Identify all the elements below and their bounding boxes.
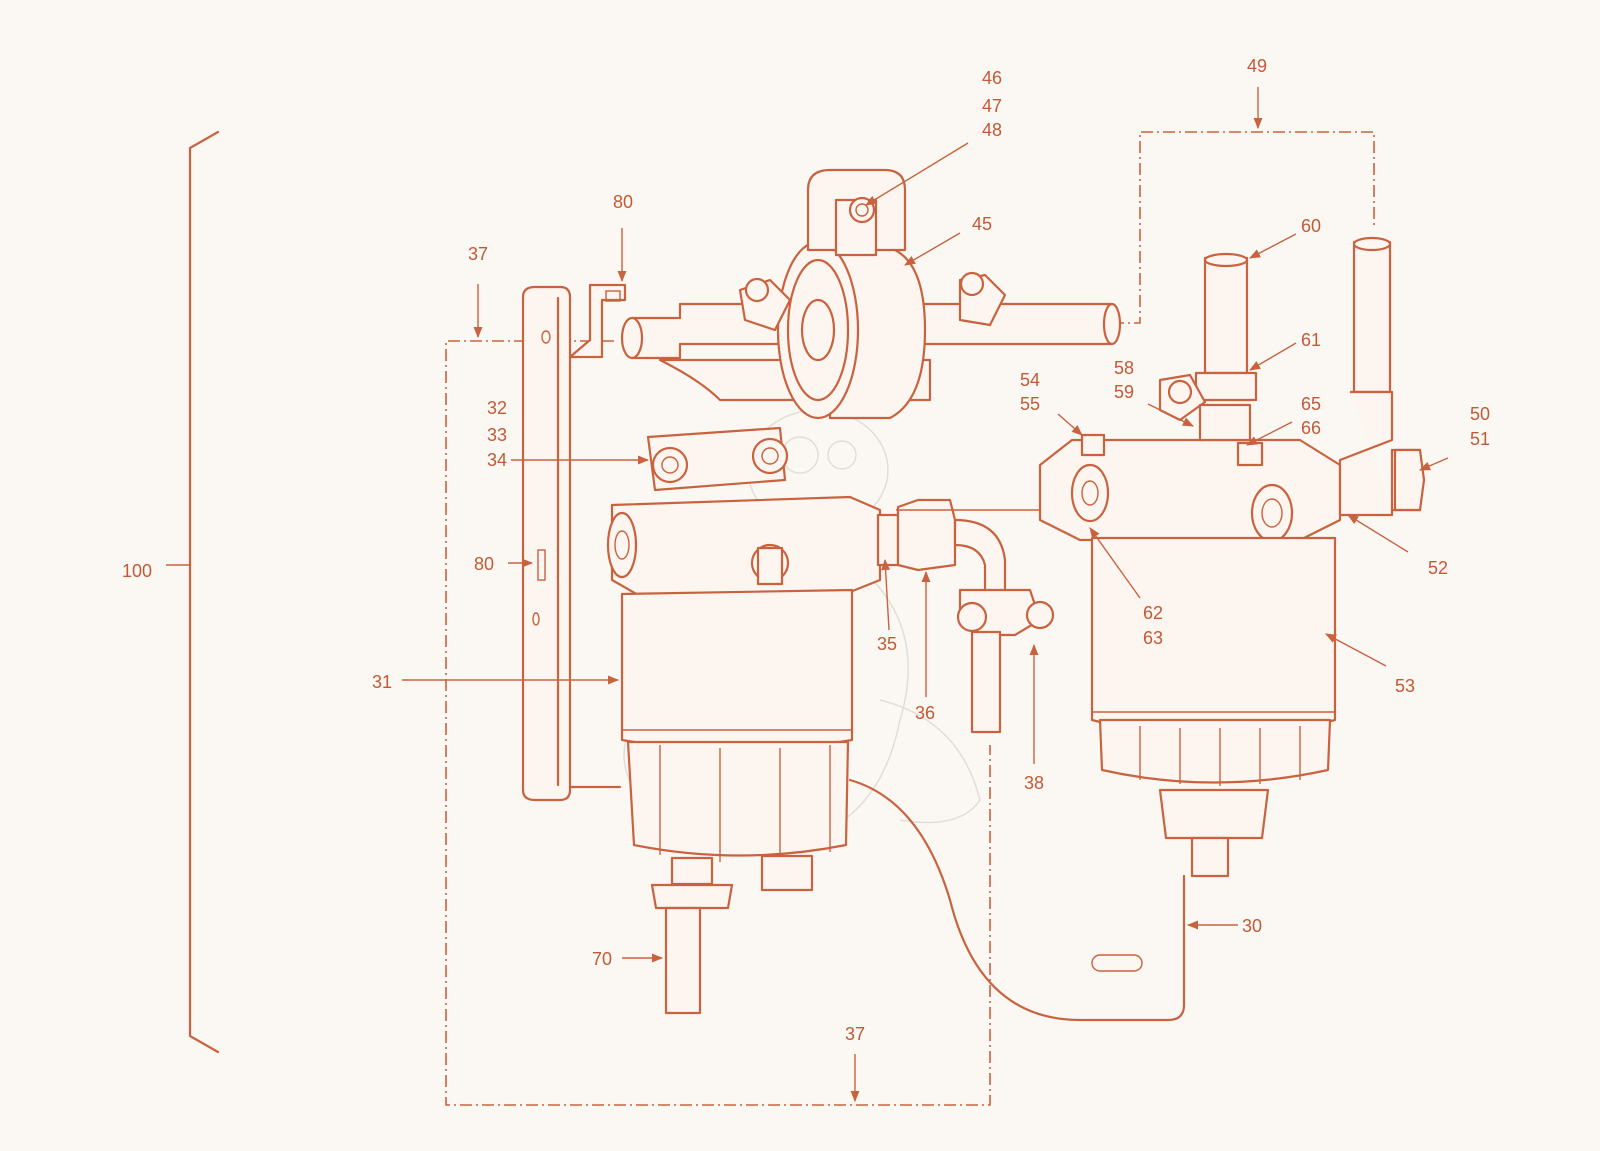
numeral-37-top: 37 <box>468 244 488 264</box>
numeral-58: 58 <box>1114 358 1134 378</box>
primary-filter <box>606 426 882 1015</box>
numeral-66: 66 <box>1301 418 1321 438</box>
numeral-32: 32 <box>487 398 507 418</box>
numeral-31: 31 <box>372 672 392 692</box>
numeral-53: 53 <box>1395 676 1415 696</box>
assembly-brace <box>166 130 220 1054</box>
numeral-55: 55 <box>1020 394 1040 414</box>
numeral-46: 46 <box>982 68 1002 88</box>
fuel-pump <box>620 168 1122 420</box>
numeral-33: 33 <box>487 425 507 445</box>
numeral-45: 45 <box>972 214 992 234</box>
numeral-52: 52 <box>1428 558 1448 578</box>
numeral-49: 49 <box>1247 56 1267 76</box>
numeral-65: 65 <box>1301 394 1321 414</box>
lower-bracket <box>848 778 1186 1022</box>
numeral-38: 38 <box>1024 773 1044 793</box>
numeral-54: 54 <box>1020 370 1040 390</box>
numeral-60: 60 <box>1301 216 1321 236</box>
numeral-63: 63 <box>1143 628 1163 648</box>
outlet-fittings <box>876 498 1060 734</box>
numeral-50: 50 <box>1470 404 1490 424</box>
numeral-36: 36 <box>915 703 935 723</box>
leader-lines <box>402 87 1449 1103</box>
numeral-30: 30 <box>1242 916 1262 936</box>
mounting-bracket <box>521 283 627 802</box>
numeral-80-side: 80 <box>474 554 494 574</box>
numeral-80-top: 80 <box>613 192 633 212</box>
numeral-48: 48 <box>982 120 1002 140</box>
reference-numerals: 100 37 37 80 80 32 33 34 31 70 46 47 48 … <box>122 56 1490 1044</box>
numeral-47: 47 <box>982 96 1002 116</box>
subassembly-boundary-49 <box>1112 131 1375 324</box>
numeral-70: 70 <box>592 949 612 969</box>
numeral-51: 51 <box>1470 429 1490 449</box>
numeral-62: 62 <box>1143 603 1163 623</box>
numeral-35: 35 <box>877 634 897 654</box>
secondary-filter <box>1038 236 1426 878</box>
numeral-61: 61 <box>1301 330 1321 350</box>
numeral-59: 59 <box>1114 382 1134 402</box>
numeral-34: 34 <box>487 450 507 470</box>
numeral-37-bottom: 37 <box>845 1024 865 1044</box>
numeral-100: 100 <box>122 561 152 581</box>
subassembly-boundary-37 <box>445 340 991 1106</box>
